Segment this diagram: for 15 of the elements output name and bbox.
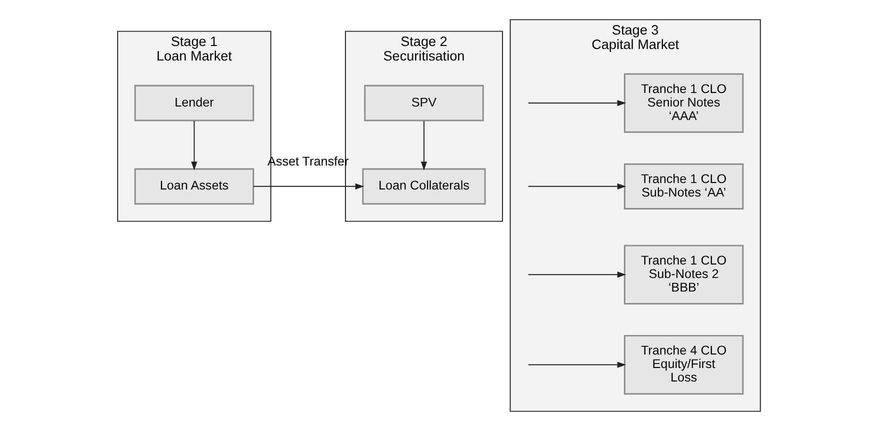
- node-box: Tranche 1 CLO Sub-Notes 2 ‘BBB’: [624, 244, 744, 304]
- arrow: [528, 362, 626, 368]
- arrow: [191, 120, 198, 170]
- arrow: [528, 183, 626, 190]
- arrow: [528, 272, 626, 278]
- node-box: Loan Collaterals: [362, 168, 486, 205]
- node-box: Tranche 1 CLO Sub-Notes ‘AA’: [624, 163, 744, 210]
- arrow: [252, 183, 364, 190]
- arrow: [528, 100, 626, 106]
- arrow: [420, 120, 428, 170]
- node-box: Tranche 1 CLO Senior Notes ‘AAA’: [624, 73, 744, 133]
- node-box: Tranche 4 CLO Equity/First Loss: [624, 334, 744, 395]
- node-box: SPV: [364, 84, 484, 122]
- node-box: Lender: [134, 84, 254, 122]
- node-box: Loan Assets: [134, 168, 254, 205]
